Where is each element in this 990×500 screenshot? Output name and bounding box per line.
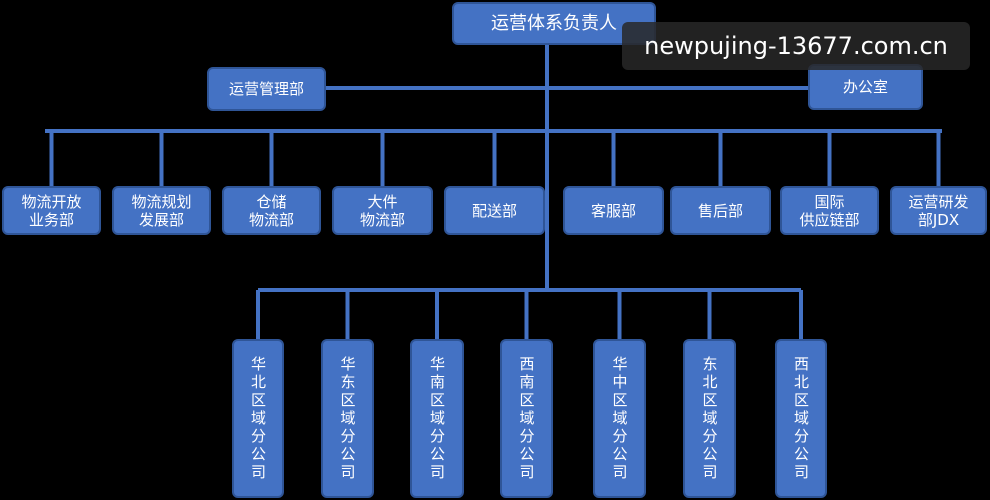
node-warehouse-logistics: 仓储 物流部	[222, 186, 321, 235]
node-logistics-open: 物流开放 业务部	[2, 186, 101, 235]
node-office: 办公室	[808, 64, 923, 110]
node-east-china: 华东区域分公司	[321, 339, 374, 498]
node-central-china: 华中区域分公司	[593, 339, 646, 498]
node-north-china: 华北区域分公司	[232, 339, 284, 498]
node-logistics-plan: 物流规划 发展部	[112, 186, 211, 235]
node-delivery: 配送部	[444, 186, 545, 235]
node-large-item: 大件 物流部	[332, 186, 433, 235]
node-customer-service: 客服部	[563, 186, 664, 235]
node-ops-rd: 运营研发 部JDX	[890, 186, 987, 235]
node-after-sales: 售后部	[670, 186, 771, 235]
node-ops-mgmt: 运营管理部	[207, 67, 326, 111]
node-northwest: 西北区域分公司	[775, 339, 827, 498]
node-intl-supply: 国际 供应链部	[780, 186, 879, 235]
watermark: newpujing-13677.com.cn	[622, 22, 970, 70]
node-south-china: 华南区域分公司	[410, 339, 464, 498]
node-northeast: 东北区域分公司	[683, 339, 736, 498]
node-southwest: 西南区域分公司	[500, 339, 553, 498]
